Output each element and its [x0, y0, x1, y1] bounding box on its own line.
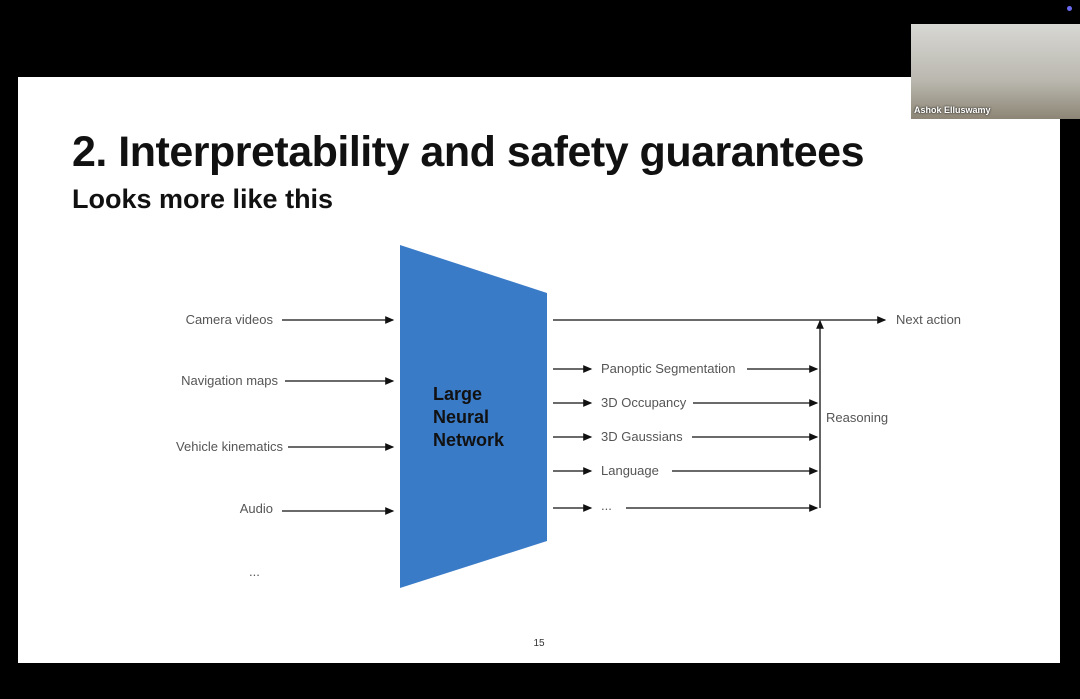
input-label: Audio [239, 501, 273, 516]
network-label-line: Network [433, 430, 505, 450]
output-label: Panoptic Segmentation [601, 361, 736, 376]
input-label: Navigation maps [181, 373, 278, 388]
page-number: 15 [533, 638, 545, 649]
network-label-line: Neural [433, 407, 490, 427]
network-label: Large Neural Network [433, 383, 543, 452]
status-indicator-icon [1067, 6, 1072, 11]
input-label: Vehicle kinematics [176, 439, 283, 454]
input-label: ... [249, 564, 260, 579]
neural-network-shape [400, 245, 547, 588]
slide-title: 2. Interpretability and safety guarantee… [72, 128, 865, 176]
webcam-video[interactable]: Ashok Elluswamy [911, 24, 1080, 119]
reasoning-label: Reasoning [826, 410, 889, 425]
participant-name: Ashok Elluswamy [914, 105, 991, 115]
output-label: 3D Occupancy [601, 395, 687, 410]
output-label: 3D Gaussians [601, 429, 683, 444]
output-label: ... [601, 498, 612, 513]
output-label: Language [601, 463, 659, 478]
slide-subtitle: Looks more like this [72, 184, 334, 214]
next-action-label: Next action [896, 312, 962, 327]
network-label-line: Large [433, 384, 483, 404]
input-label: Camera videos [185, 312, 273, 327]
